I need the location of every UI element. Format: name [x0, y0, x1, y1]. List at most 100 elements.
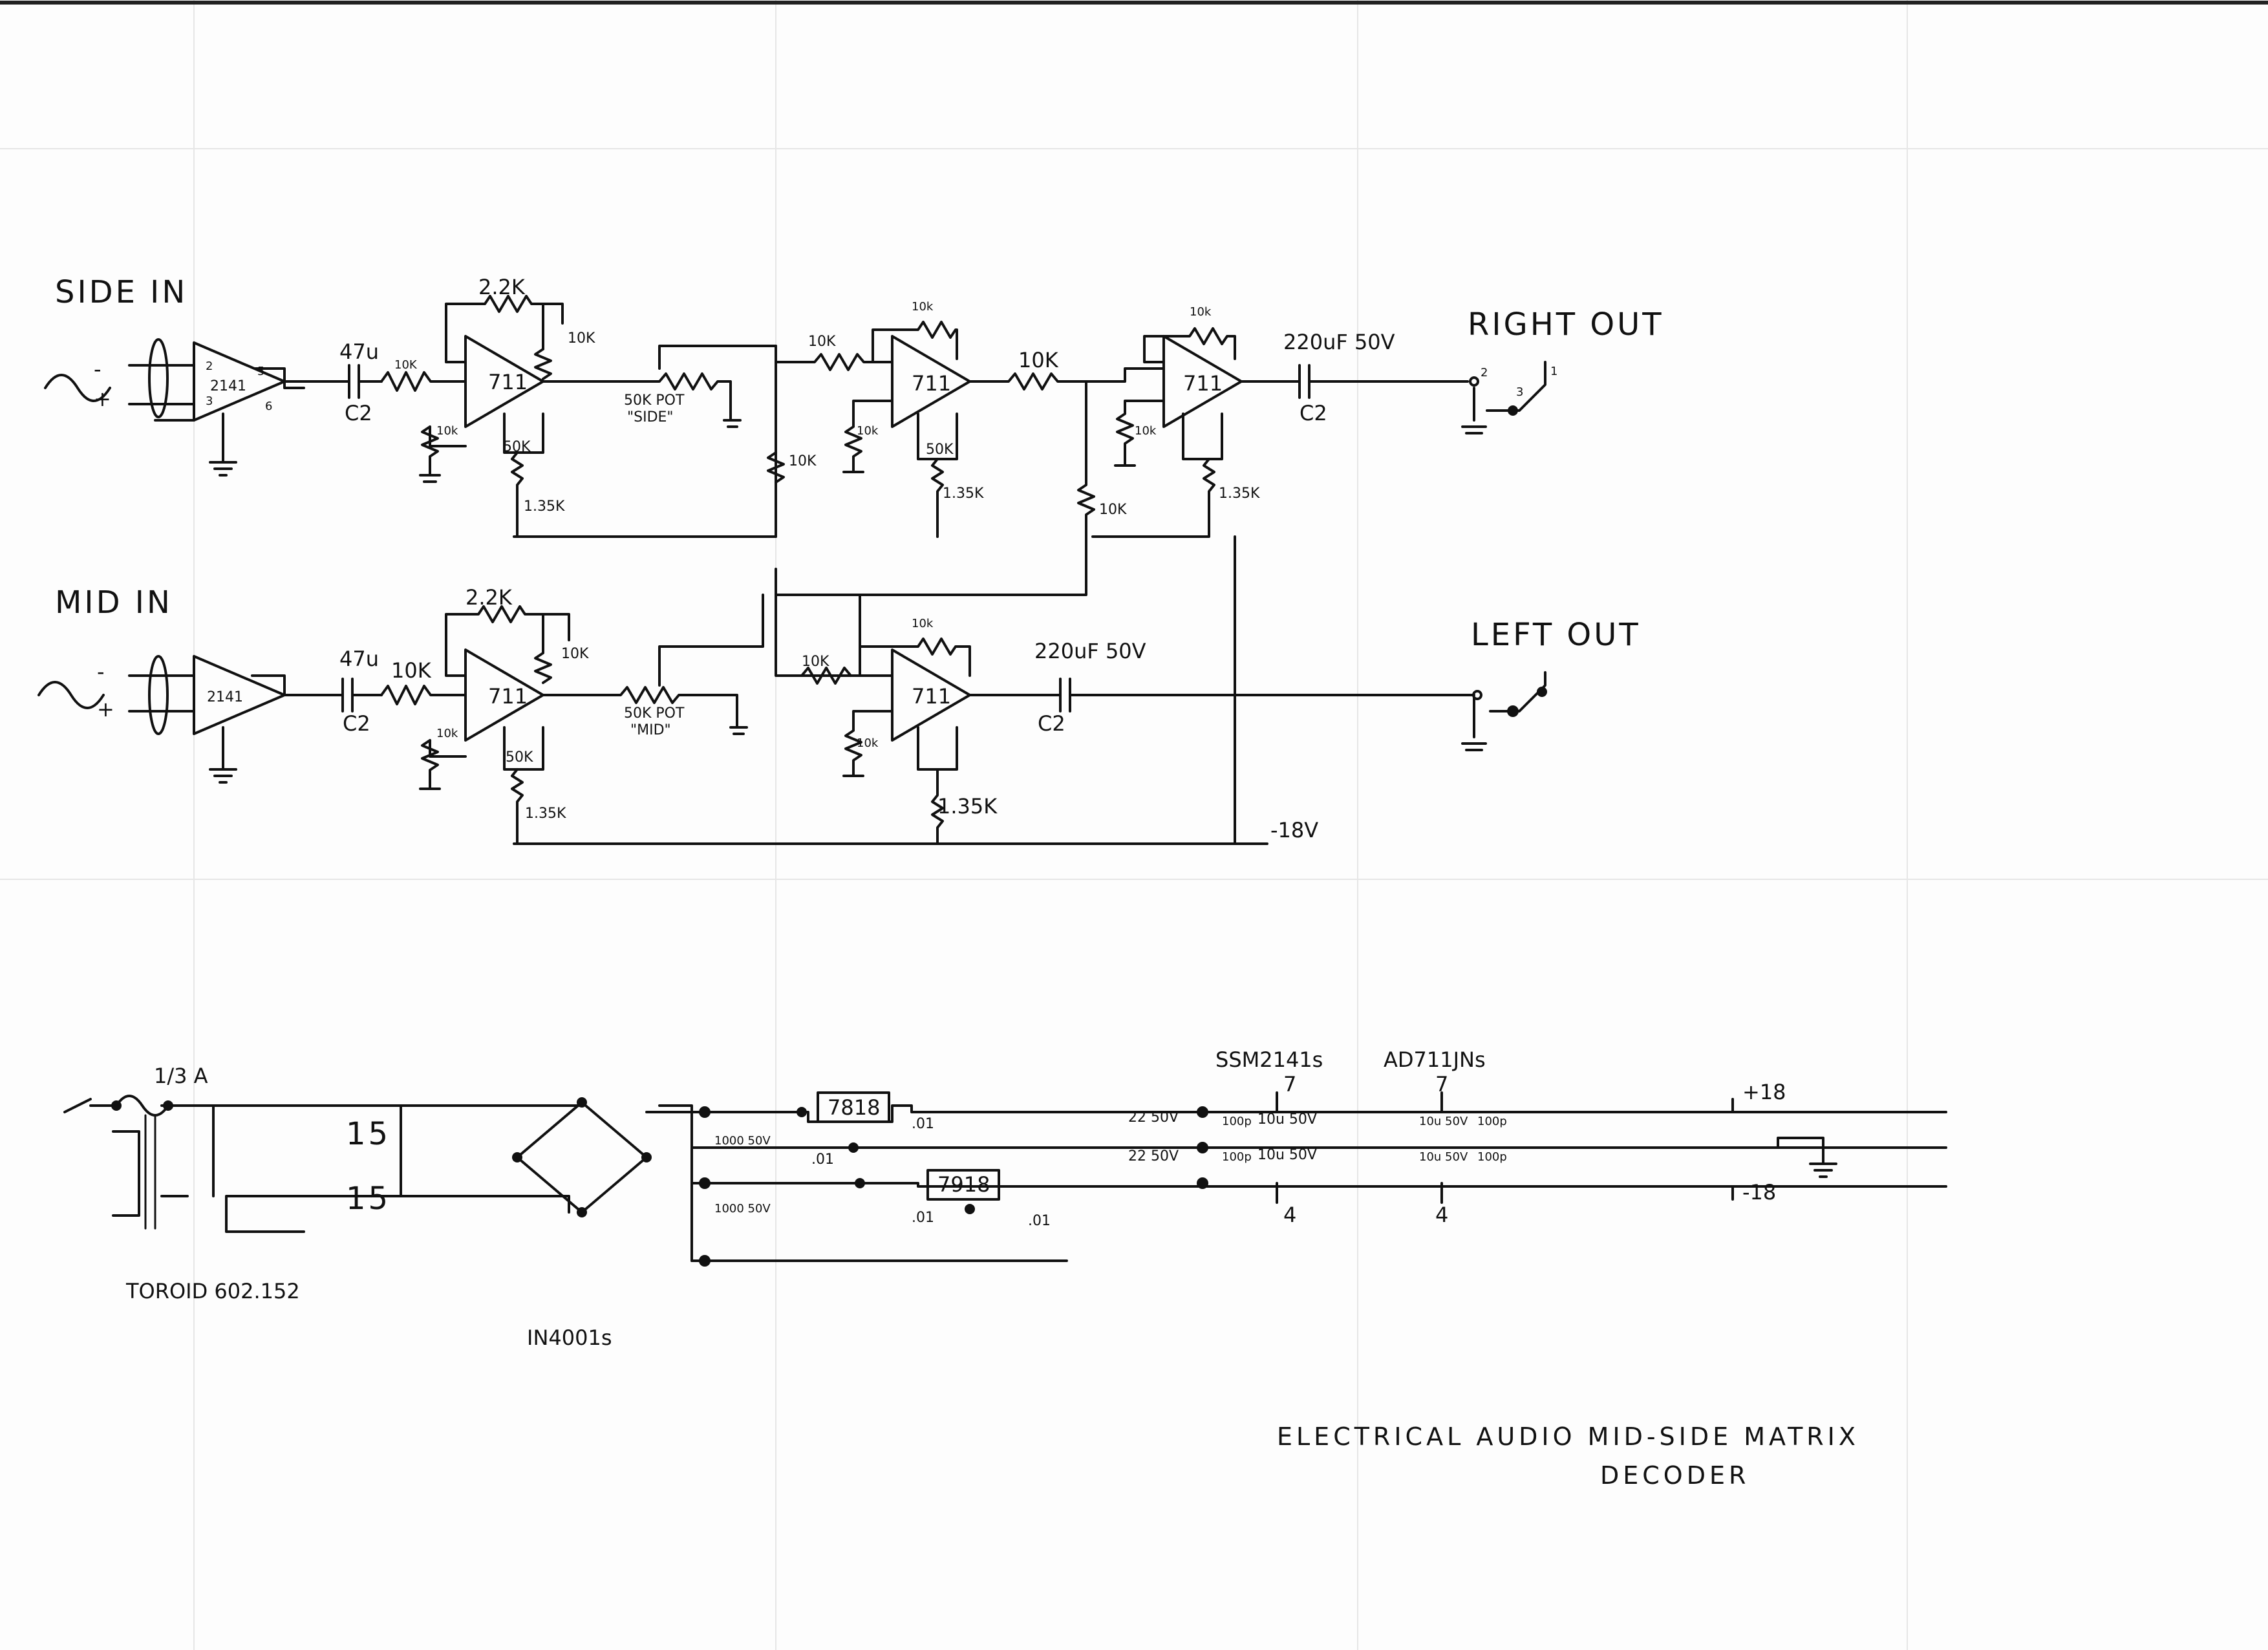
- r-10k-label: 10k: [436, 727, 458, 740]
- plus-label: +: [97, 697, 114, 722]
- cap-47u-label: 47u: [339, 339, 379, 364]
- junction-dot: [797, 1107, 807, 1117]
- primary-winding-icon: [112, 1130, 140, 1217]
- pot-side-name: "SIDE": [627, 409, 674, 425]
- ground-icon: [209, 726, 237, 784]
- title-line-1: ELECTRICAL AUDIO MID-SIDE MATRIX: [1277, 1422, 1859, 1451]
- r-10k-label: 10K: [1099, 502, 1127, 518]
- resistor-icon: [421, 425, 467, 477]
- ground-icon: [209, 412, 237, 477]
- r-10k-label: 10k: [1135, 424, 1157, 438]
- r-50k-label: 50K: [503, 439, 531, 455]
- cap-220u-label: 220uF 50V: [1034, 639, 1146, 663]
- cap-220u-label: 220uF 50V: [1283, 330, 1395, 354]
- ad711-label: AD711JNs: [1384, 1047, 1486, 1072]
- resistor-to-ground-icon: [842, 400, 893, 473]
- junction-dot: [855, 1178, 865, 1188]
- junction-dot: [512, 1152, 522, 1162]
- junction-dot: [641, 1152, 652, 1162]
- capacitor-icon: [283, 678, 383, 712]
- pin-label: 5: [257, 365, 264, 378]
- ac-source-icon: [44, 374, 111, 402]
- cap-1000u-label: 1000 50V: [714, 1202, 771, 1216]
- mid-channel: MID IN - + 2141 47u C2 10K 711 2.2K 10K …: [37, 535, 1641, 845]
- junction-dot: [699, 1255, 711, 1267]
- pin-4-label: 4: [1283, 1203, 1296, 1227]
- r-10k-label: 10K: [391, 658, 432, 683]
- ground-icon: [1461, 697, 1487, 751]
- ic-711-mid-1: [464, 648, 544, 742]
- diodes-label: IN4001s: [527, 1325, 612, 1350]
- ic-2141-mid-label: 2141: [207, 689, 243, 705]
- cap-01-label: .01: [1028, 1213, 1051, 1229]
- side-in-label: SIDE IN: [55, 274, 187, 310]
- side-pot-icon: [619, 372, 732, 422]
- r-10k-label: 10K: [802, 654, 829, 670]
- pin-label: 2: [206, 359, 213, 373]
- r-1k35-label: 1.35K: [943, 486, 984, 502]
- r-10k-label: 10K: [568, 330, 595, 347]
- negative-rail: [690, 1182, 1947, 1188]
- output-cap-icon: [968, 678, 1475, 712]
- ic-711-label: 711: [488, 370, 528, 394]
- xlr-pin-icon: [1469, 376, 1479, 387]
- r-50k-label: 50K: [506, 749, 533, 766]
- transformer-core-icon: [144, 1114, 156, 1230]
- cap-c2-label: C2: [1300, 401, 1327, 425]
- cap-c2-label: C2: [343, 711, 370, 736]
- r-10k-label: 10K: [789, 453, 817, 469]
- junction-dot: [1197, 1177, 1208, 1189]
- r-1k35-label: 1.35K: [1219, 486, 1260, 502]
- r-10k-label: 10k: [857, 424, 879, 438]
- offset-pot-icon: [503, 412, 544, 538]
- ic-711-side-1: [464, 335, 544, 428]
- junction-dot: [1197, 1106, 1208, 1118]
- cap-01-label: .01: [912, 1210, 934, 1226]
- junction-dot: [111, 1100, 122, 1111]
- r-10k-label: 10k: [857, 736, 879, 750]
- cap-10u-label: 10u 50V: [1257, 1147, 1317, 1163]
- minus-label: -: [94, 357, 102, 381]
- r-10k-label: 10K: [808, 334, 836, 350]
- ic-711-side-2: [891, 335, 971, 428]
- resistor-icon: [775, 380, 1095, 596]
- pos-rail-label: +18: [1742, 1080, 1786, 1104]
- cap-10u-label: 10u 50V: [1419, 1115, 1468, 1128]
- junction-dot: [699, 1106, 711, 1118]
- winding-label: 15: [346, 1181, 390, 1217]
- r-10k-label: 10K: [561, 646, 589, 662]
- pin-label: 3: [206, 394, 213, 408]
- positive-rail: [690, 1104, 1947, 1123]
- cap-100p-label: 100p: [1477, 1150, 1507, 1164]
- ground-icon: [1461, 387, 1487, 434]
- fuse-label: 1/3 A: [154, 1064, 208, 1088]
- ic-2141-mid: [193, 655, 286, 735]
- junction-dot: [577, 1207, 587, 1217]
- ground-icon: [723, 419, 742, 428]
- ic-2141-side-label: 2141: [210, 378, 246, 394]
- r-1k35-label: 1.35K: [937, 794, 998, 819]
- power-supply: 1/3 A 15 15 TOROID 602.152 IN4001s 7818 …: [63, 1047, 1947, 1350]
- neg-rail-label: -18: [1742, 1180, 1776, 1205]
- cap-10u-label: 10u 50V: [1419, 1150, 1468, 1164]
- transformer-label: TOROID 602.152: [125, 1279, 300, 1303]
- pin-label: 3: [1516, 385, 1523, 399]
- pin-label: 6: [265, 400, 272, 413]
- cap-10u-label: 10u 50V: [1257, 1111, 1317, 1128]
- ic-711-side-3: [1162, 335, 1243, 428]
- regulator-7818: [817, 1091, 890, 1123]
- reg-7918-label: 7918: [937, 1172, 990, 1197]
- cap-100p-label: 100p: [1477, 1115, 1507, 1128]
- r-10k-label: 10k: [436, 424, 458, 438]
- left-out-label: LEFT OUT: [1471, 617, 1641, 653]
- shielded-cable-icon: [148, 338, 169, 418]
- cap-47u-label: 47u: [339, 647, 379, 671]
- cap-100p-label: 100p: [1222, 1115, 1252, 1128]
- title-line-2: DECODER: [1600, 1461, 1749, 1490]
- ic-711-label: 711: [1183, 371, 1223, 396]
- r-10k-label: 10k: [1190, 305, 1212, 319]
- r-1k35-label: 1.35K: [524, 498, 565, 515]
- junction-dot: [1507, 705, 1519, 717]
- cap-1000u-label: 1000 50V: [714, 1134, 771, 1148]
